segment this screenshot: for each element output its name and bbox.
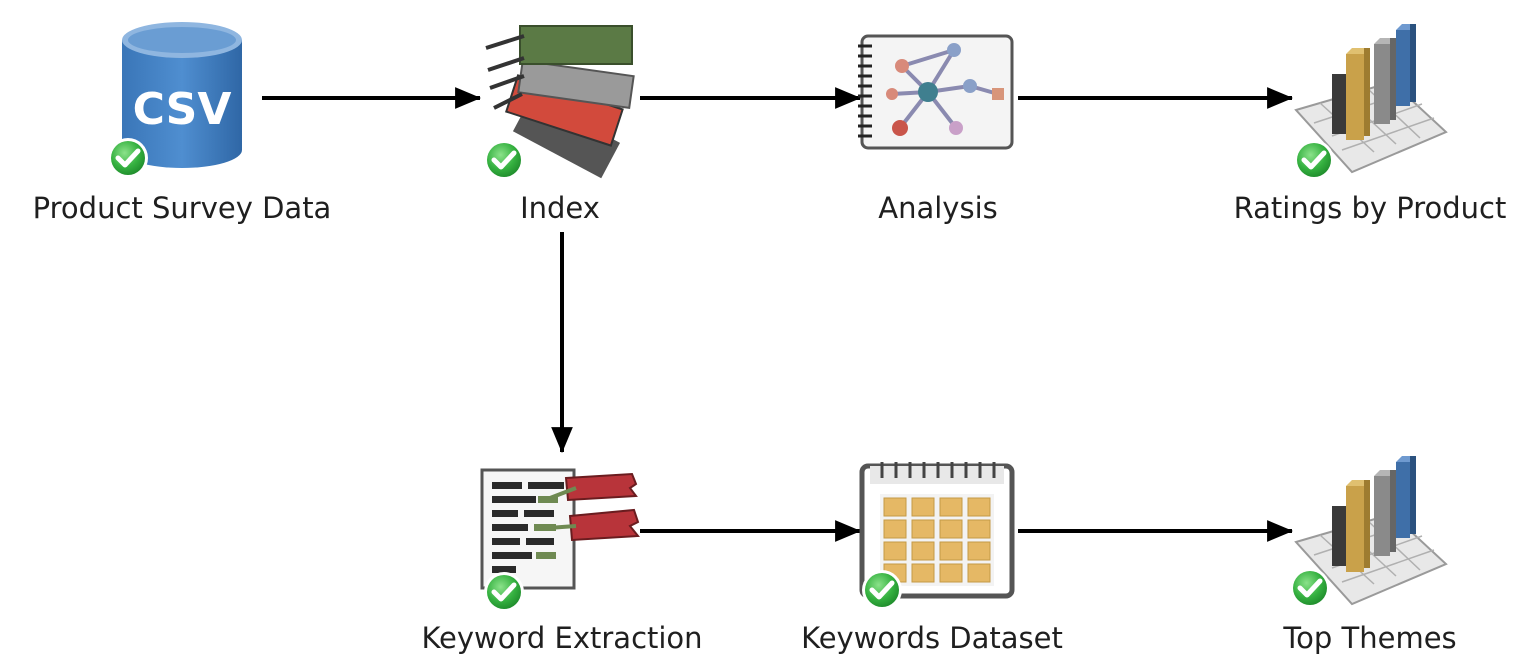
dataset-grid-icon [859,462,1015,599]
success-check-icon [862,570,902,610]
node-product-survey-data[interactable]: CSV [108,22,242,178]
success-check-icon [1290,568,1330,608]
node-keyword-extraction[interactable] [480,468,640,612]
node-ratings-by-product[interactable] [1294,24,1448,180]
node-keywords-dataset[interactable] [859,462,1015,610]
node-label-keyword-extraction: Keyword Extraction [421,621,703,655]
node-label-ratings-by-product: Ratings by Product [1233,191,1507,225]
success-check-icon [484,572,524,612]
bar-chart-3d-icon [1294,456,1448,606]
node-label-product-survey-data: Product Survey Data [32,191,332,225]
node-top-themes[interactable] [1290,456,1448,608]
keyword-extraction-icon [480,468,640,590]
success-check-icon [108,138,148,178]
node-analysis[interactable] [858,34,1014,150]
index-tags-icon [485,25,635,179]
success-check-icon [484,140,524,180]
success-check-icon [1294,140,1334,180]
csv-database-icon: CSV [122,22,242,168]
node-label-index: Index [520,191,600,225]
node-index[interactable] [484,25,635,180]
bar-chart-3d-icon [1294,24,1448,174]
node-label-top-themes: Top Themes [1283,621,1457,655]
node-label-analysis: Analysis [878,191,998,225]
edges-layer [262,87,1294,542]
analysis-notebook-icon [858,34,1014,150]
csv-icon-text: CSV [133,84,232,135]
node-label-keywords-dataset: Keywords Dataset [801,621,1063,655]
